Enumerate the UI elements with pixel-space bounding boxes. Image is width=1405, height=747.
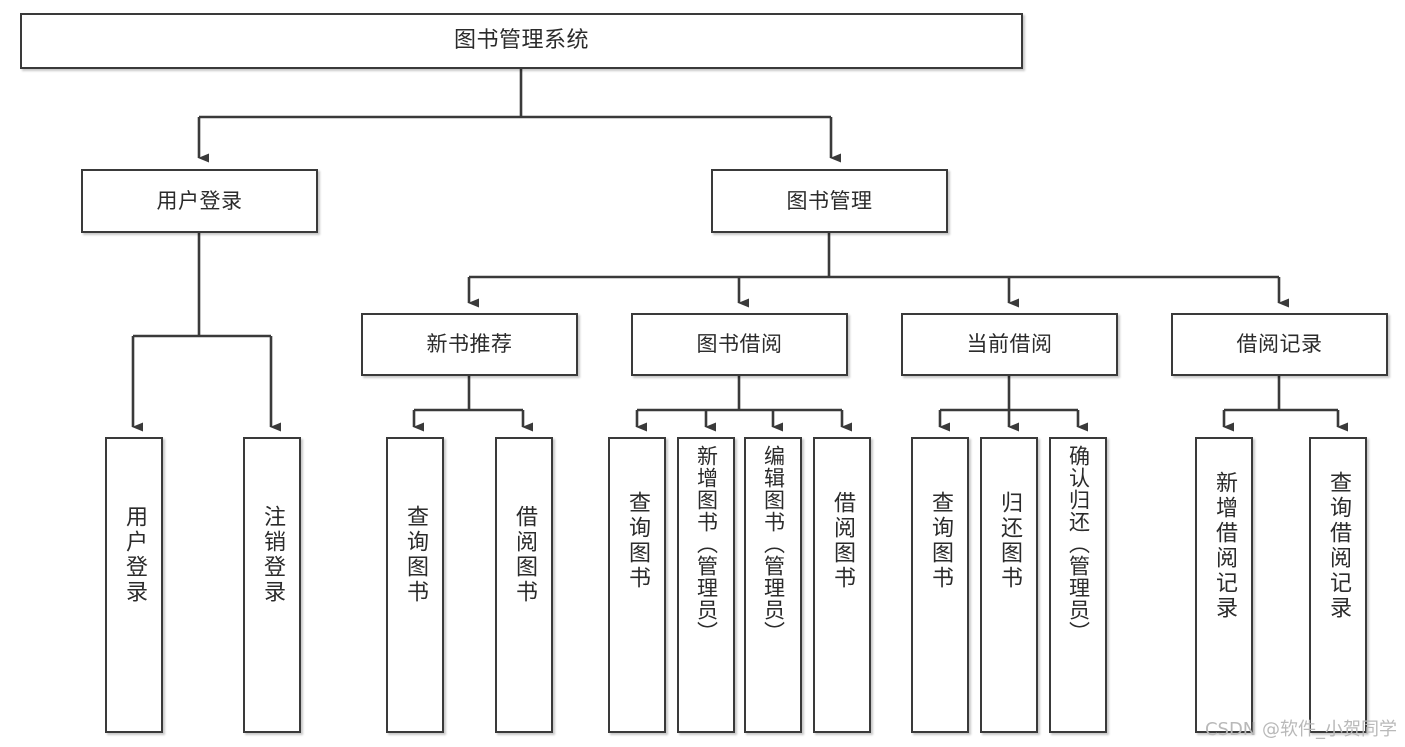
node-label: 查询图书 bbox=[403, 505, 428, 605]
node-leaf-add-book-admin[interactable]: 新增图书（管理员） bbox=[677, 437, 735, 733]
node-user-login[interactable]: 用户登录 bbox=[81, 169, 318, 233]
node-leaf-query-book-borrow[interactable]: 查询图书 bbox=[608, 437, 666, 733]
node-leaf-return-book[interactable]: 归还图书 bbox=[980, 437, 1038, 733]
node-label: 用户登录 bbox=[122, 505, 147, 605]
node-label: 新增借阅记录 bbox=[1212, 471, 1237, 621]
node-leaf-borrow-book-recommend[interactable]: 借阅图书 bbox=[495, 437, 553, 733]
node-label: 查询图书 bbox=[625, 491, 650, 591]
node-current-borrow[interactable]: 当前借阅 bbox=[901, 313, 1118, 376]
node-leaf-query-borrow-record[interactable]: 查询借阅记录 bbox=[1309, 437, 1367, 733]
node-label: 借阅记录 bbox=[1236, 332, 1323, 357]
node-leaf-query-book-recommend[interactable]: 查询图书 bbox=[386, 437, 444, 733]
node-leaf-edit-book-admin[interactable]: 编辑图书（管理员） bbox=[744, 437, 802, 733]
node-leaf-user-login[interactable]: 用户登录 bbox=[105, 437, 163, 733]
node-label: 查询借阅记录 bbox=[1326, 471, 1351, 621]
node-label: 归还图书 bbox=[997, 491, 1022, 591]
node-label: 查询图书 bbox=[928, 491, 953, 591]
node-label: 用户登录 bbox=[156, 188, 243, 213]
node-label: 新书推荐 bbox=[426, 332, 513, 357]
node-label: 注销登录 bbox=[260, 505, 285, 605]
node-borrow-records[interactable]: 借阅记录 bbox=[1171, 313, 1388, 376]
node-leaf-add-borrow-record[interactable]: 新增借阅记录 bbox=[1195, 437, 1253, 733]
node-label: 借阅图书 bbox=[830, 491, 855, 591]
node-leaf-logout[interactable]: 注销登录 bbox=[243, 437, 301, 733]
node-label: 图书管理 bbox=[786, 188, 873, 213]
node-new-book-recommend[interactable]: 新书推荐 bbox=[361, 313, 578, 376]
node-root-book-management-system[interactable]: 图书管理系统 bbox=[20, 13, 1023, 69]
node-leaf-query-book-current[interactable]: 查询图书 bbox=[911, 437, 969, 733]
node-label: 确认归还（管理员） bbox=[1066, 445, 1091, 643]
node-label: 图书借阅 bbox=[696, 332, 783, 357]
watermark: CSDN @软件_小贺同学 bbox=[1204, 719, 1397, 740]
node-leaf-borrow-book[interactable]: 借阅图书 bbox=[813, 437, 871, 733]
node-label: 当前借阅 bbox=[966, 332, 1053, 357]
node-label: 编辑图书（管理员） bbox=[761, 445, 786, 643]
node-leaf-confirm-return-admin[interactable]: 确认归还（管理员） bbox=[1049, 437, 1107, 733]
node-label: 借阅图书 bbox=[512, 505, 537, 605]
node-label: 新增图书（管理员） bbox=[694, 445, 719, 643]
node-label: 图书管理系统 bbox=[453, 28, 589, 54]
node-book-management[interactable]: 图书管理 bbox=[711, 169, 948, 233]
node-book-borrow[interactable]: 图书借阅 bbox=[631, 313, 848, 376]
